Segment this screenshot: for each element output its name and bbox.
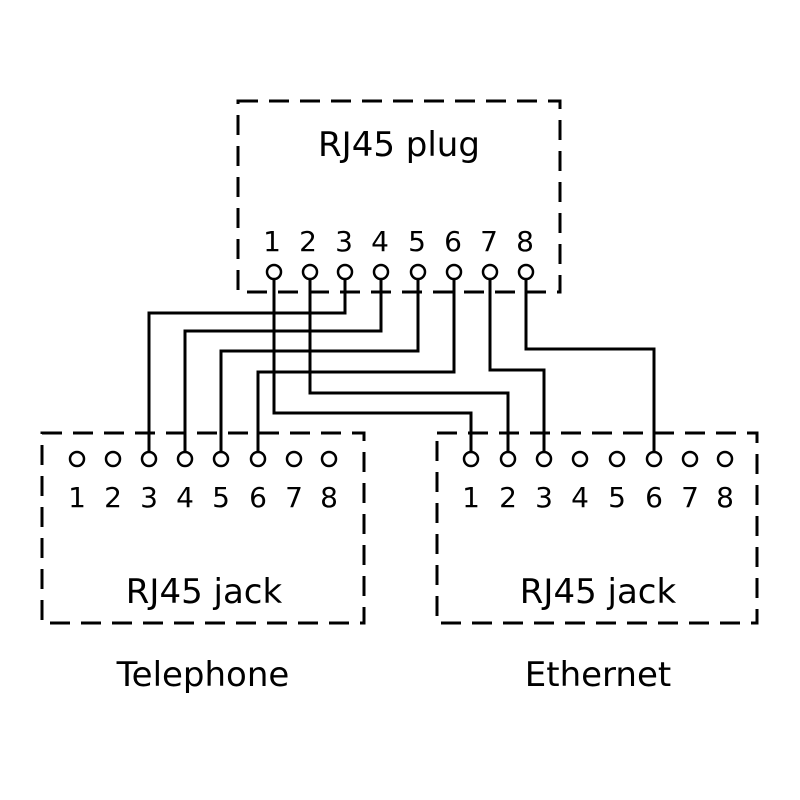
plug-pin-circles [265,263,535,281]
ethernet-jack-pin-circle [645,450,663,468]
wire-plug4-telephone4 [183,277,383,454]
wires [147,277,656,454]
ethernet-caption: Ethernet [525,655,671,695]
telephone-jack-pin-circles [68,450,338,468]
ethernet-jack: 1 2 3 4 5 6 7 8 RJ45 jack [435,431,759,625]
telephone-jack-pin-circle [176,450,194,468]
telephone-jack-pin-number: 5 [212,481,230,514]
ethernet-jack-pin-number: 2 [499,481,517,514]
telephone-jack-pin-circle [285,450,303,468]
plug-title: RJ45 plug [318,125,480,165]
plug-pin-circle [445,263,463,281]
ethernet-jack-pin-circle [681,450,699,468]
plug-pin-circle [409,263,427,281]
telephone-jack-pin-circle [320,450,338,468]
ethernet-jack-pin-number: 1 [462,481,480,514]
telephone-jack-pin-number: 8 [320,481,338,514]
wire-plug3-telephone3 [147,277,347,454]
ethernet-jack-pin-circle [499,450,517,468]
ethernet-jack-pin-number: 3 [535,481,553,514]
ethernet-jack-pin-number: 5 [608,481,626,514]
telephone-jack-pin-number: 6 [249,481,267,514]
wire-plug8-ethernet6 [524,277,656,454]
ethernet-jack-box-outline [435,431,759,625]
telephone-jack-pin-number: 2 [104,481,122,514]
ethernet-jack-pin-circle [608,450,626,468]
plug-pin-number: 6 [444,225,462,258]
plug-pin-circle [517,263,535,281]
plug-pin-circle [481,263,499,281]
plug-pin-number: 4 [371,225,389,258]
ethernet-jack-pin-circle [571,450,589,468]
ethernet-jack-pin-number: 7 [681,481,699,514]
ethernet-jack-pin-circles [462,450,734,468]
ethernet-jack-pin-circle [462,450,480,468]
plug-pin-number: 2 [299,225,317,258]
wire-plug6-telephone6 [256,277,456,454]
wire-plug1-ethernet1 [272,277,473,454]
wire-plug2-ethernet2 [308,277,510,454]
telephone-jack-pin-circle [140,450,158,468]
telephone-jack-pin-number: 4 [176,481,194,514]
plug-pin-number: 3 [335,225,353,258]
telephone-caption: Telephone [116,655,290,695]
ethernet-jack-pin-circle [535,450,553,468]
ethernet-jack-pin-number: 6 [645,481,663,514]
plug-pin-circle [301,263,319,281]
telephone-jack-pin-number: 3 [140,481,158,514]
plug-pin-number: 7 [480,225,498,258]
telephone-jack-pin-number: 7 [285,481,303,514]
telephone-jack-pin-circle [212,450,230,468]
ethernet-jack-pin-number: 4 [571,481,589,514]
plug-pin-number: 1 [263,225,281,258]
telephone-jack-pin-number: 1 [68,481,86,514]
plug-box-outline [236,99,562,294]
telephone-jack-box-outline [40,431,366,625]
plug-pin-numbers: 1 2 3 4 5 6 7 8 [263,225,534,258]
plug-pin-number: 5 [408,225,426,258]
rj45-plug: RJ45 plug 1 2 3 4 5 6 7 8 [236,99,562,294]
plug-pin-number: 8 [516,225,534,258]
ethernet-jack-title: RJ45 jack [520,572,677,612]
telephone-jack-pin-numbers: 1 2 3 4 5 6 7 8 [68,481,338,514]
plug-pin-circle [336,263,354,281]
ethernet-jack-pin-circle [716,450,734,468]
wire-plug7-ethernet3 [488,277,546,454]
ethernet-jack-pin-numbers: 1 2 3 4 5 6 7 8 [462,481,734,514]
plug-pin-circle [265,263,283,281]
telephone-jack: 1 2 3 4 5 6 7 8 RJ45 jack [40,431,366,625]
telephone-jack-title: RJ45 jack [126,572,283,612]
telephone-jack-pin-circle [68,450,86,468]
ethernet-jack-pin-number: 8 [716,481,734,514]
plug-pin-circle [372,263,390,281]
telephone-jack-pin-circle [249,450,267,468]
telephone-jack-pin-circle [104,450,122,468]
wire-plug5-telephone5 [219,277,420,454]
